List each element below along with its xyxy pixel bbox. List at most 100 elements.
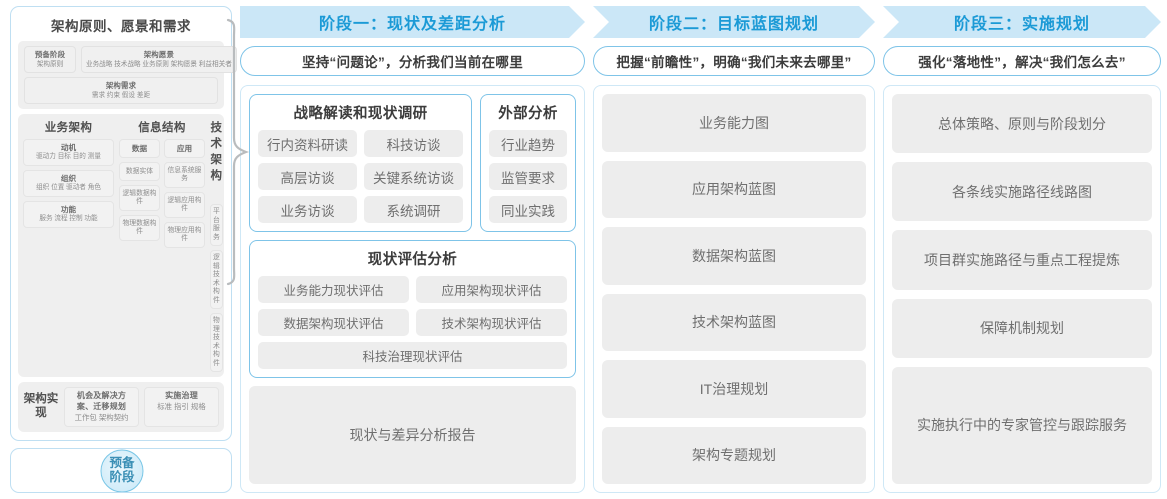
list-item[interactable]: 技术架构蓝图 [602,293,866,351]
phase-2-panel: 业务能力图 应用架构蓝图 数据架构蓝图 技术架构蓝图 IT治理规划 架构专题规划 [593,85,875,493]
phase-3-list: 总体策略、原则与阶段划分 各条线实施路径线路图 项目群实施路径与重点工程提炼 保… [892,94,1152,484]
adm-cycle-svg: 预备 阶段 需求 管理 A 架构愿景 B 业务架构 [100,449,144,493]
chip-row: 业务访谈 系统调研 [258,196,463,223]
current-state-title: 现状评估分析 [367,252,458,268]
phase-1-report-chip[interactable]: 现状与差异分析报告 [249,386,576,484]
pillar-business-architecture: 业务架构 动机 驱动力 目标 目的 测量 组织 组织 位置 驱动者 角色 功能 … [23,119,114,373]
togaf-prelim-sub: 架构原则 [36,60,64,68]
togaf-impl-label: 架构实现 [23,393,59,420]
list-item[interactable]: 各条线实施路径线路图 [892,162,1152,222]
chip-row: 监管要求 [489,163,567,190]
togaf-impl-box-0: 机会及解决方案、迁移规划 工作包 架构契约 [64,387,139,428]
chip-row: 科技治理现状评估 [258,342,567,369]
pillar-info-title: 信息结构 [138,122,186,135]
chip-item[interactable]: 业务访谈 [258,196,357,223]
pillar-tech-title: 技术架构 [210,122,223,183]
phase-1-panel: 战略解读和现状调研 行内资料研读 科技访谈 高层访谈 关键系统访谈 [240,85,585,493]
chip-item[interactable]: 行内资料研读 [258,130,357,157]
pillar-business-title: 业务架构 [44,122,93,135]
list-item[interactable]: 项目群实施路径与重点工程提炼 [892,230,1152,290]
pillar-info-columns: 数据 数据实体 逻辑数据构件 物理数据构件 应用 信息系统服务 逻辑应用构件 物… [119,139,205,249]
togaf-framework-card: 架构原则、愿景和需求 预备阶段 架构原则 架构愿景 业务战略 技术战略 业务原则… [10,6,237,442]
pillar-info-col-application: 应用 信息系统服务 逻辑应用构件 物理应用构件 [164,139,205,249]
list-item[interactable]: 架构专题规划 [602,426,866,484]
phase-3: 阶段三：实施规划 强化“落地性”，解决“我们怎么去” 总体策略、原则与阶段划分 … [883,6,1161,493]
list-item[interactable]: 数据架构蓝图 [602,227,866,285]
phase-1-subbanner: 坚持“问题论”，分析我们当前在哪里 [240,46,585,76]
phase-2-list: 业务能力图 应用架构蓝图 数据架构蓝图 技术架构蓝图 IT治理规划 架构专题规划 [602,94,866,484]
togaf-title: 架构原则、愿景和需求 [51,19,191,34]
togaf-pillars: 业务架构 动机 驱动力 目标 目的 测量 组织 组织 位置 驱动者 角色 功能 … [18,114,224,378]
chip-item[interactable]: 科技访谈 [364,130,463,157]
strategy-research-card-wrap: 战略解读和现状调研 行内资料研读 科技访谈 高层访谈 关键系统访谈 [249,94,472,232]
phase-1-banner: 阶段一：现状及差距分析 [240,6,585,38]
list-item[interactable]: 保障机制规划 [892,298,1152,358]
external-analysis-card: 外部分析 行业趋势 监管要求 同业实践 [480,94,576,232]
pillar-technology-architecture: 技术架构 平台服务 逻辑技术构件 物理技术构件 [210,119,223,373]
chip-row: 行内资料研读 科技访谈 [258,130,463,157]
strategy-research-chips: 行内资料研读 科技访谈 高层访谈 关键系统访谈 业务访谈 系统调研 [258,130,463,223]
list-item[interactable]: 业务能力图 [602,94,866,152]
pillar-business-box-2: 功能 服务 流程 控制 功能 [23,200,114,228]
external-analysis-title: 外部分析 [498,106,558,122]
togaf-impl-box-1: 实施治理 标准 指引 规格 [144,387,219,428]
chip-item[interactable]: 关键系统访谈 [364,163,463,190]
phase-1: 阶段一：现状及差距分析 坚持“问题论”，分析我们当前在哪里 战略解读和现状调研 … [240,6,585,493]
chip-item[interactable]: 系统调研 [364,196,463,223]
chip-item[interactable]: 监管要求 [489,163,567,190]
list-item[interactable]: 应用架构蓝图 [602,160,866,218]
chip-row: 高层访谈 关键系统访谈 [258,163,463,190]
togaf-vision-head: 架构愿景 [143,50,175,59]
togaf-prelim-box: 预备阶段 架构原则 [24,46,76,74]
adm-node-prelim [100,449,144,493]
phase-2: 阶段二：目标蓝图规划 把握“前瞻性”，明确“我们未来去哪里” 业务能力图 应用架… [593,6,875,493]
phase-2-banner: 阶段二：目标蓝图规划 [593,6,875,38]
chip-item[interactable]: 行业趋势 [489,130,567,157]
togaf-req-head: 架构需求 [105,81,137,91]
togaf-row-1: 预备阶段 架构原则 架构愿景 业务战略 技术战略 业务原则 架构愿景 利益相关者 [24,46,237,74]
togaf-pillar-row: 业务架构 动机 驱动力 目标 目的 测量 组织 组织 位置 驱动者 角色 功能 … [23,119,223,373]
pillar-info-col-data: 数据 数据实体 逻辑数据构件 物理数据构件 [119,139,160,248]
chip-row: 行业趋势 [489,130,567,157]
pillar-information-structure: 信息结构 数据 数据实体 逻辑数据构件 物理数据构件 应用 信息系统服务 [119,119,205,373]
chip-item[interactable]: 业务能力现状评估 [258,276,409,303]
chip-row: 业务能力现状评估 应用架构现状评估 [258,276,567,303]
chip-row: 同业实践 [489,196,567,223]
list-item[interactable]: 实施执行中的专家管控与跟踪服务 [892,366,1152,484]
strategy-research-card: 战略解读和现状调研 行内资料研读 科技访谈 高层访谈 关键系统访谈 [249,94,472,232]
external-analysis-card-wrap: 外部分析 行业趋势 监管要求 同业实践 [480,94,576,232]
left-column: 架构原则、愿景和需求 预备阶段 架构原则 架构愿景 业务战略 技术战略 业务原则… [0,0,240,499]
current-state-assessment-card: 现状评估分析 业务能力现状评估 应用架构现状评估 数据架构现状评估 技术架构现状… [249,240,576,378]
pillar-business-box-1: 组织 组织 位置 驱动者 角色 [23,170,114,197]
list-item[interactable]: 总体策略、原则与阶段划分 [892,94,1152,154]
chip-item[interactable]: 科技治理现状评估 [258,342,567,369]
togaf-implementation-row: 架构实现 机会及解决方案、迁移规划 工作包 架构契约 实施治理 标准 指引 规格 [18,382,224,433]
phase-3-panel: 总体策略、原则与阶段划分 各条线实施路径线路图 项目群实施路径与重点工程提炼 保… [883,85,1161,493]
adm-cycle-card: 预备 阶段 需求 管理 A 架构愿景 B 业务架构 [10,448,232,493]
pillar-tech-items: 平台服务 逻辑技术构件 物理技术构件 [210,187,223,373]
togaf-vision-box: 架构愿景 业务战略 技术战略 业务原则 架构愿景 利益相关者 [81,46,237,74]
chip-item[interactable]: 应用架构现状评估 [416,276,567,303]
togaf-requirements-band: 预备阶段 架构原则 架构愿景 业务战略 技术战略 业务原则 架构愿景 利益相关者… [18,41,237,110]
togaf-arch-requirement-box: 架构需求 需求 约束 假设 差距 [24,77,218,105]
chip-item[interactable]: 数据架构现状评估 [258,309,409,336]
current-state-chips: 业务能力现状评估 应用架构现状评估 数据架构现状评估 技术架构现状评估 科技治理… [258,276,567,369]
chip-row: 数据架构现状评估 技术架构现状评估 [258,309,567,336]
strategy-research-title: 战略解读和现状调研 [293,106,428,122]
list-item[interactable]: IT治理规划 [602,360,866,418]
phase-3-subbanner: 强化“落地性”，解决“我们怎么去” [883,46,1161,76]
togaf-prelim-head: 预备阶段 [34,50,66,59]
adm-prelim-line1: 预备 [109,455,135,470]
adm-prelim-line2: 阶段 [109,469,135,484]
phase-2-subbanner: 把握“前瞻性”，明确“我们未来去哪里” [593,46,875,76]
chip-item[interactable]: 技术架构现状评估 [416,309,567,336]
phase-3-banner: 阶段三：实施规划 [883,6,1161,38]
togaf-req-sub: 需求 约束 假设 差距 [91,92,151,100]
phases-container: 阶段一：现状及差距分析 坚持“问题论”，分析我们当前在哪里 战略解读和现状调研 … [240,0,1167,499]
chip-item[interactable]: 同业实践 [489,196,567,223]
phase-1-top-split: 战略解读和现状调研 行内资料研读 科技访谈 高层访谈 关键系统访谈 [249,94,576,232]
chip-item[interactable]: 高层访谈 [258,163,357,190]
external-analysis-chips: 行业趋势 监管要求 同业实践 [489,130,567,223]
togaf-vision-sub: 业务战略 技术战略 业务原则 架构愿景 利益相关者 [86,60,232,68]
